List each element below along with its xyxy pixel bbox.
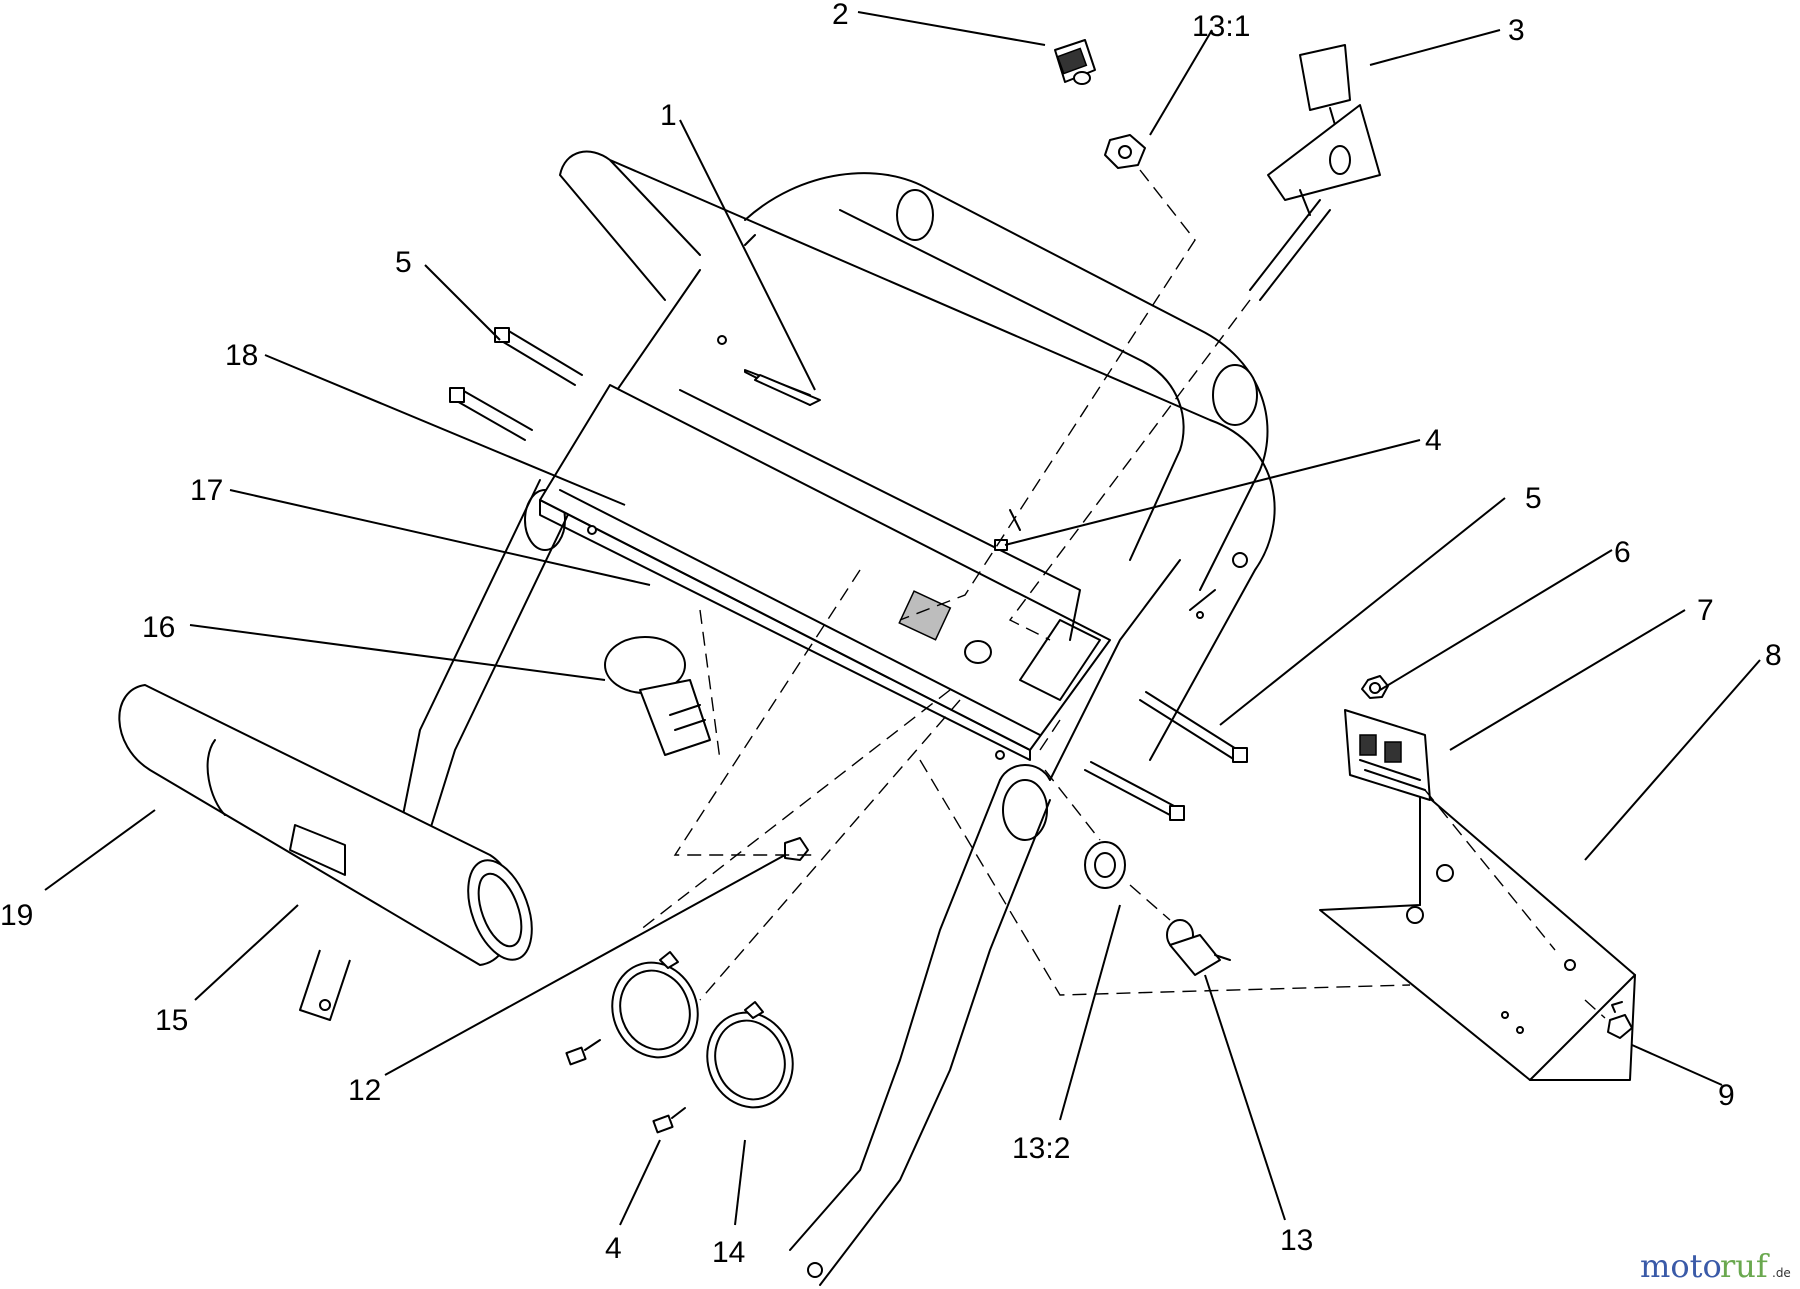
nut-part-12 [784, 837, 809, 861]
knob-part-16 [604, 636, 711, 756]
callout-4-top: 4 [1425, 424, 1442, 457]
module-part-7 [1344, 709, 1431, 801]
assembly-dash-lines [639, 169, 1606, 1019]
tube-part-19 [118, 684, 533, 1021]
console-panel [539, 369, 1111, 761]
handle-frame [399, 150, 1276, 1286]
throttle-lever-part-3 [1249, 44, 1381, 301]
leader-lines [44, 11, 1761, 1226]
nut-part-6 [1361, 675, 1389, 699]
callout-13-1: 13:1 [1192, 10, 1250, 43]
callout-18: 18 [225, 339, 258, 372]
callout-14: 14 [712, 1236, 745, 1269]
washer-part-13-2 [1084, 841, 1126, 889]
callout-19: 19 [0, 899, 33, 932]
callout-1: 1 [660, 99, 677, 132]
callout-labels: 2 13:1 3 1 5 18 4 17 5 6 7 16 8 19 15 12… [0, 0, 1782, 1269]
callout-8: 8 [1765, 639, 1782, 672]
decal-1 [754, 374, 821, 406]
callout-9: 9 [1718, 1079, 1735, 1112]
clamps-part-14 [611, 951, 794, 1109]
callout-5-right: 5 [1525, 482, 1542, 515]
bolts-part-5-lower [1084, 691, 1248, 821]
callout-13: 13 [1280, 1224, 1313, 1257]
callout-5-top: 5 [395, 246, 412, 279]
key-part-2 [1054, 39, 1096, 85]
bracket-part-8 [1319, 789, 1636, 1081]
callout-4-bottom: 4 [605, 1232, 622, 1265]
screws-part-4 [565, 539, 1008, 1134]
watermark-part3: .de [1772, 1266, 1791, 1280]
callout-3: 3 [1508, 14, 1525, 47]
callout-15: 15 [155, 1004, 188, 1037]
callout-17: 17 [190, 474, 223, 507]
callout-12: 12 [348, 1074, 381, 1107]
callout-16: 16 [142, 611, 175, 644]
callout-6: 6 [1614, 536, 1631, 569]
callout-7: 7 [1697, 594, 1714, 627]
callout-2: 2 [832, 0, 849, 31]
callout-13-2: 13:2 [1012, 1132, 1070, 1165]
nut-part-13-1 [1104, 134, 1146, 169]
watermark-part1: moto [1640, 1247, 1722, 1285]
watermark-part2: ruf [1720, 1247, 1770, 1285]
screw-part-9 [1607, 1001, 1633, 1039]
bolts-part-5-upper [449, 327, 583, 441]
switch-part-13 [1166, 919, 1231, 976]
watermark-logo: moto ruf .de [1640, 1247, 1791, 1285]
